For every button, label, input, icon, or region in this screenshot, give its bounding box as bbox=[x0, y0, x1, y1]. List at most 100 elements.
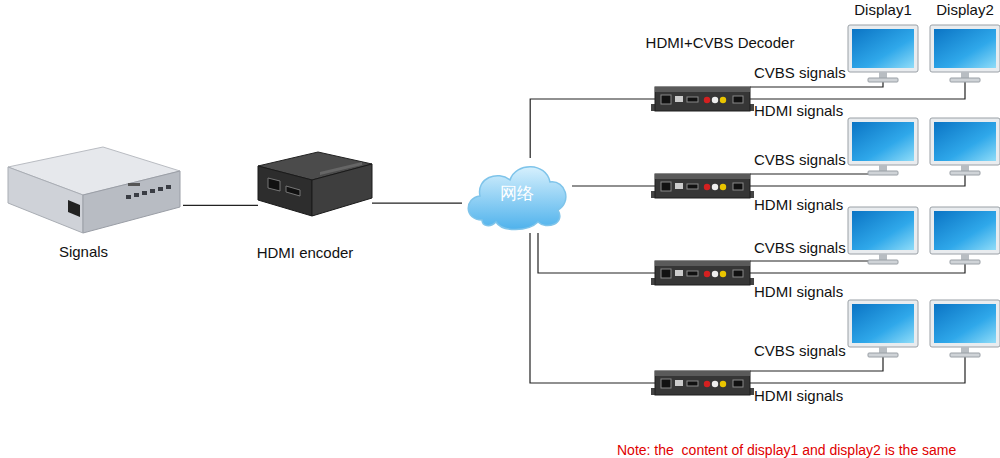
rca-red bbox=[704, 381, 710, 387]
power-jack bbox=[733, 183, 743, 190]
usb-port bbox=[675, 380, 683, 386]
monitor-screen bbox=[934, 304, 996, 343]
device-group bbox=[651, 118, 1000, 395]
signal-label: CVBS signals bbox=[754, 64, 846, 82]
signals-outline bbox=[8, 145, 183, 238]
monitor-outline bbox=[930, 25, 1000, 82]
display-monitor: Display2 bbox=[930, 25, 1000, 82]
monitor-base bbox=[868, 171, 898, 175]
connector-cable bbox=[750, 82, 965, 99]
device-side bbox=[8, 167, 83, 233]
monitor-frame bbox=[930, 118, 1000, 165]
front-logo bbox=[128, 183, 140, 186]
power-jack bbox=[733, 270, 743, 277]
hdmi-port bbox=[687, 271, 698, 276]
rca-yellow bbox=[720, 271, 726, 277]
device-body bbox=[655, 174, 750, 198]
rca-yellow bbox=[720, 184, 726, 190]
network-label: 网络 bbox=[462, 185, 572, 203]
cvbs-cable bbox=[750, 261, 883, 264]
hdmi-cable bbox=[750, 264, 965, 273]
rca-white bbox=[712, 184, 718, 190]
encoder-device: HDMI encoder bbox=[258, 150, 372, 218]
lan-port bbox=[661, 379, 671, 388]
network-cloud-node: 网络 bbox=[462, 158, 572, 233]
rca-white bbox=[712, 381, 718, 387]
lan-port bbox=[268, 178, 280, 191]
hdmi-port bbox=[687, 97, 698, 102]
signal-label: CVBS signals bbox=[754, 151, 846, 169]
decoder-outline bbox=[655, 84, 750, 114]
hdmi-port bbox=[687, 184, 698, 189]
connector-cable bbox=[750, 82, 883, 87]
signal-label: HDMI signals bbox=[754, 102, 843, 120]
signal-label: HDMI signals bbox=[754, 387, 843, 405]
device-body bbox=[655, 261, 750, 285]
device-top bbox=[655, 87, 750, 92]
monitor-screen bbox=[852, 304, 914, 343]
front-button bbox=[142, 191, 147, 195]
device-top bbox=[655, 371, 750, 376]
usb-port bbox=[675, 96, 683, 102]
display-monitor bbox=[848, 118, 918, 175]
signal-source-device: Signals bbox=[8, 145, 183, 238]
display-monitor bbox=[930, 207, 1000, 264]
connector-cable bbox=[183, 205, 258, 206]
lan-port bbox=[661, 95, 671, 104]
front-button bbox=[158, 187, 163, 191]
cvbs-cable bbox=[750, 174, 883, 175]
device-front bbox=[258, 166, 312, 216]
monitor-neck bbox=[879, 165, 887, 171]
device-label: Display1 bbox=[843, 1, 923, 19]
label-strip bbox=[320, 162, 362, 175]
monitor-frame bbox=[930, 207, 1000, 254]
monitor-base bbox=[950, 78, 980, 82]
monitor-base bbox=[868, 260, 898, 264]
decoder-device bbox=[651, 261, 754, 285]
monitor-frame bbox=[930, 25, 1000, 72]
signal-label: CVBS signals bbox=[754, 342, 846, 360]
monitor-neck bbox=[961, 347, 969, 353]
cvbs-cable bbox=[750, 357, 883, 371]
rca-yellow bbox=[720, 381, 726, 387]
display-monitor bbox=[848, 300, 918, 357]
network-cable bbox=[572, 185, 655, 186]
front-button bbox=[134, 193, 139, 197]
monitor-frame bbox=[848, 118, 918, 165]
display-monitor bbox=[930, 118, 1000, 175]
decoder-device bbox=[651, 371, 754, 395]
display-monitor bbox=[930, 300, 1000, 357]
monitor-frame bbox=[848, 300, 918, 347]
monitor-neck bbox=[961, 165, 969, 171]
monitor-screen bbox=[934, 211, 996, 250]
monitor-screen bbox=[934, 122, 996, 161]
rca-red bbox=[704, 271, 710, 277]
wire-group bbox=[530, 174, 965, 383]
device-body bbox=[655, 87, 750, 111]
device-label: Signals bbox=[0, 243, 171, 261]
device-top bbox=[655, 174, 750, 179]
decoder-device: HDMI+CVBS Decoder bbox=[655, 84, 750, 114]
device-top bbox=[655, 261, 750, 266]
power-jack bbox=[733, 380, 743, 387]
front-button bbox=[150, 189, 155, 193]
rca-white bbox=[712, 271, 718, 277]
monitor-base bbox=[950, 260, 980, 264]
monitor-base bbox=[950, 353, 980, 357]
monitor-neck bbox=[879, 347, 887, 353]
monitor-base bbox=[868, 78, 898, 82]
hdmi-cable bbox=[750, 175, 965, 186]
encoder-outline bbox=[258, 150, 372, 218]
decoder-device bbox=[651, 174, 754, 198]
monitor-frame bbox=[930, 300, 1000, 347]
usb-port bbox=[675, 270, 683, 276]
front-button bbox=[166, 185, 171, 189]
network-cable bbox=[538, 233, 655, 273]
signal-label: CVBS signals bbox=[754, 239, 846, 257]
device-body bbox=[655, 371, 750, 395]
rca-yellow bbox=[720, 97, 726, 103]
connector-cable bbox=[372, 202, 462, 203]
monitor-base bbox=[950, 171, 980, 175]
monitor-outline bbox=[848, 25, 918, 82]
lan-port bbox=[661, 182, 671, 191]
